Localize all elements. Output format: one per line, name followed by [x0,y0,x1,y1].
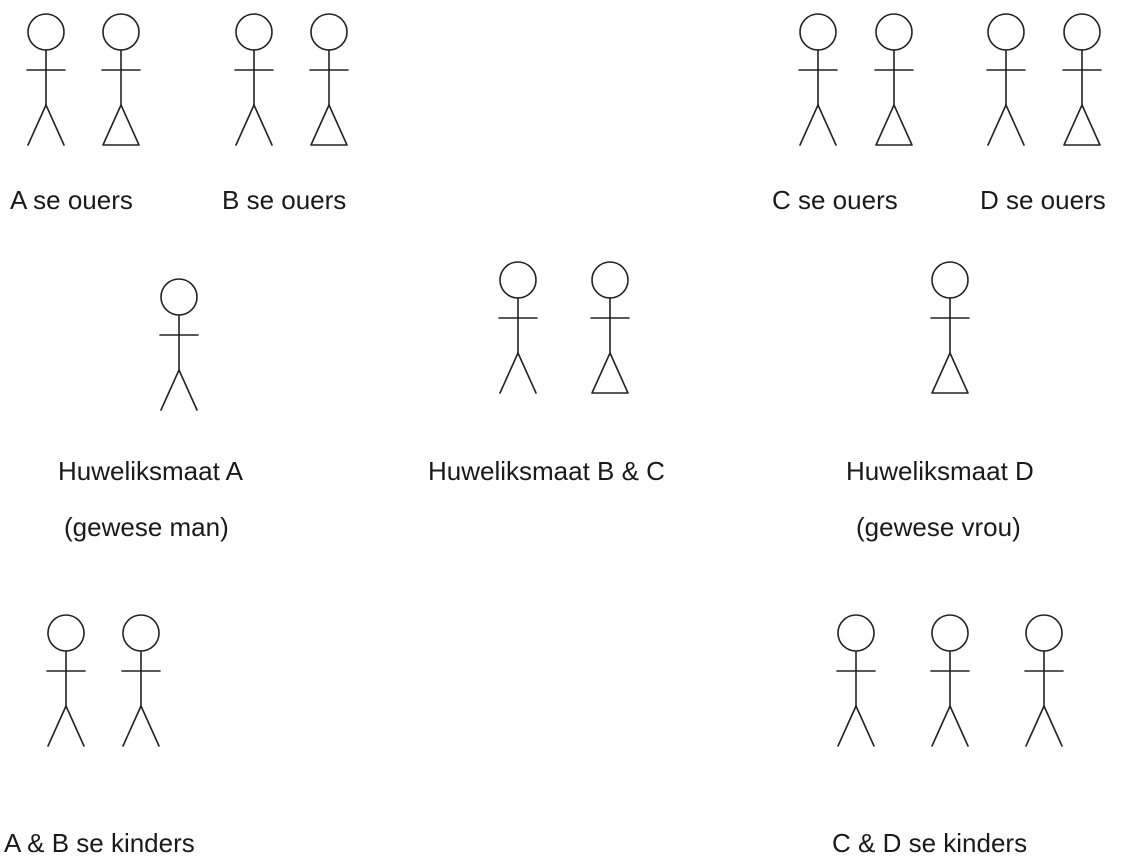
figure-head [122,614,160,652]
figure-skirt [931,352,969,394]
figure-leg-left [235,104,255,146]
male-figure-icon [159,278,199,411]
figure-head [310,13,348,51]
label-ab-children: A & B se kinders [4,828,195,858]
figure-leg-left [27,104,47,146]
figure-leg-right [517,352,537,394]
figure-leg-left [1025,705,1045,747]
figure-leg-left [122,705,142,747]
figure-leg-left [47,705,67,747]
figure-head [591,261,629,299]
female-figure-icon [590,261,630,394]
label-a-parents: A se ouers [10,185,133,215]
figure-leg-left [160,369,180,411]
label-c-parents: C se ouers [772,185,898,215]
figure-skirt [310,104,348,146]
figure-leg-right [45,104,65,146]
male-figure-icon [234,13,274,146]
figure-head [799,13,837,51]
figure-leg-left [931,705,951,747]
figure-skirt [875,104,913,146]
male-figure-icon [46,614,86,747]
label-d-parents: D se ouers [980,185,1106,215]
figure-leg-left [499,352,519,394]
male-figure-icon [986,13,1026,146]
figure-leg-right [65,705,85,747]
label-b-parents: B se ouers [222,185,347,215]
figure-leg-left [837,705,857,747]
male-figure-icon [798,13,838,146]
figure-skirt [1063,104,1101,146]
female-figure-icon [874,13,914,146]
figure-head [499,261,537,299]
figure-leg-right [140,705,160,747]
figure-head [27,13,65,51]
figure-head [160,278,198,316]
female-figure-icon [101,13,141,146]
label-cd-children: C & D se kinders [832,828,1028,858]
figure-head [987,13,1025,51]
figure-leg-right [1043,705,1063,747]
figure-head [47,614,85,652]
male-figure-icon [121,614,161,747]
figure-head [875,13,913,51]
label-spouse-a-note: (gewese man) [64,512,229,542]
female-figure-icon [1062,13,1102,146]
male-figure-icon [1024,614,1064,747]
figure-head [102,13,140,51]
figure-leg-right [817,104,837,146]
male-figure-icon [498,261,538,394]
figure-head [235,13,273,51]
figure-head [931,261,969,299]
female-figure-icon [930,261,970,394]
male-figure-icon [836,614,876,747]
label-spouse-d: Huweliksmaat D [846,456,1034,486]
label-spouse-bc: Huweliksmaat B & C [428,456,665,486]
figure-skirt [591,352,629,394]
label-spouse-d-note: (gewese vrou) [856,512,1021,542]
figure-leg-right [253,104,273,146]
figure-head [931,614,969,652]
male-figure-icon [930,614,970,747]
figure-skirt [102,104,140,146]
figure-leg-left [799,104,819,146]
figure-head [837,614,875,652]
figure-leg-right [1005,104,1025,146]
figure-leg-left [987,104,1007,146]
male-figure-icon [26,13,66,146]
figure-leg-right [178,369,198,411]
label-spouse-a: Huweliksmaat A [58,456,243,486]
female-figure-icon [309,13,349,146]
figure-head [1063,13,1101,51]
figure-leg-right [855,705,875,747]
figure-head [1025,614,1063,652]
figure-leg-right [949,705,969,747]
